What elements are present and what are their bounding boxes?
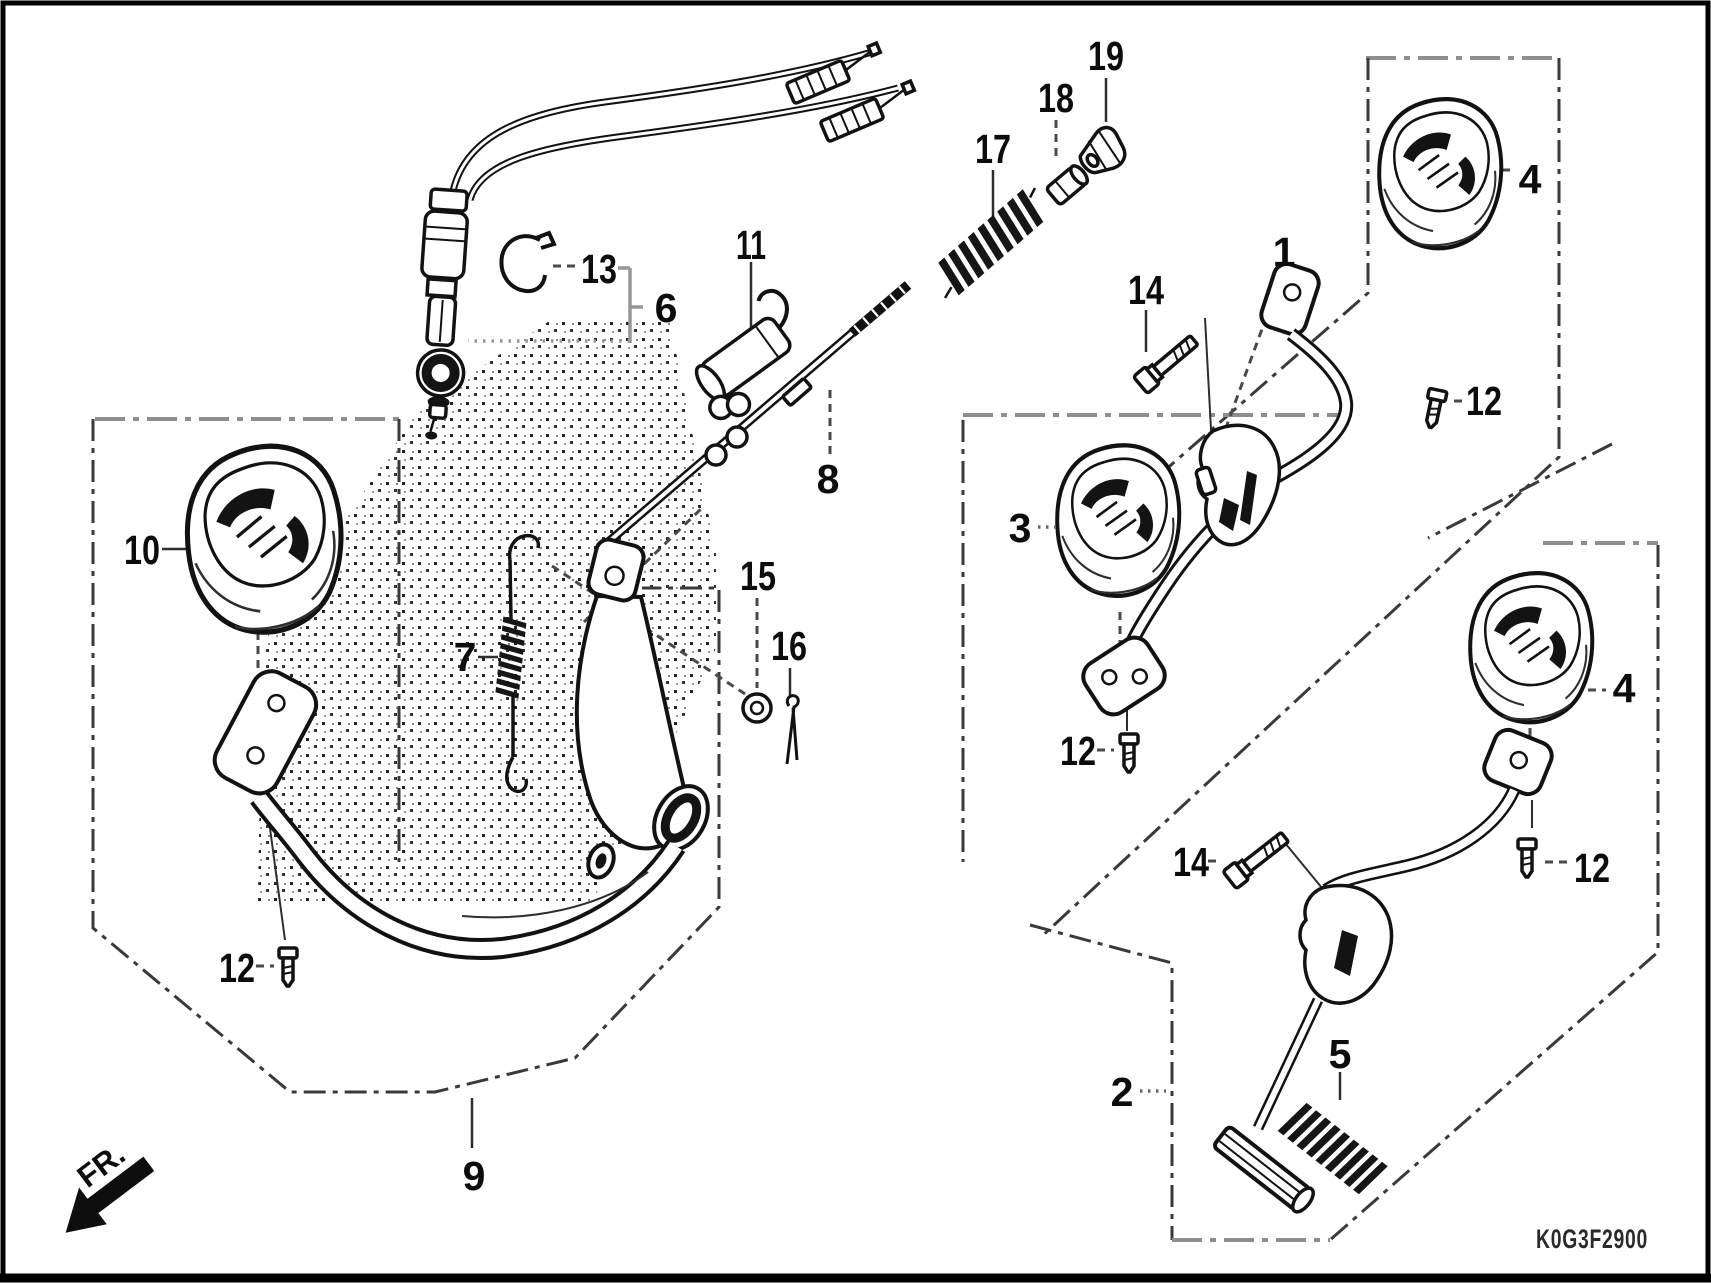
clip-18-part bbox=[1045, 164, 1090, 206]
callout-5: 5 bbox=[1329, 1031, 1352, 1077]
callout-15: 15 bbox=[740, 553, 776, 599]
callout-10: 10 bbox=[124, 527, 160, 573]
spring-17 bbox=[933, 187, 1048, 299]
rod-clevis-end bbox=[586, 537, 646, 603]
cable-end-ferrule bbox=[819, 78, 917, 143]
callout-12-left: 12 bbox=[219, 945, 255, 991]
callout-13: 13 bbox=[581, 246, 617, 292]
callout-2: 2 bbox=[1111, 1069, 1134, 1115]
clip-13-part bbox=[499, 230, 557, 294]
callout-16: 16 bbox=[771, 623, 807, 669]
adjusting-nut-19 bbox=[1078, 125, 1127, 175]
bolt-12-left bbox=[277, 946, 299, 988]
callout-19: 19 bbox=[1088, 33, 1124, 79]
callout-11: 11 bbox=[736, 222, 766, 268]
callout-12-mid-right: 12 bbox=[1060, 728, 1096, 774]
washer-15 bbox=[741, 692, 773, 724]
cable-end-ferrule bbox=[785, 40, 883, 105]
pad-mount-plate bbox=[1081, 635, 1167, 717]
callout-12-top-right: 12 bbox=[1466, 378, 1502, 424]
callout-9: 9 bbox=[463, 1153, 486, 1199]
left-pedal-arm-assembly bbox=[172, 435, 710, 988]
pad-mount-plate-left bbox=[212, 669, 319, 796]
return-spring-group bbox=[495, 533, 800, 794]
callout-14-top: 14 bbox=[1128, 267, 1164, 313]
callout-3: 3 bbox=[1009, 505, 1032, 551]
toe-peg bbox=[1213, 1125, 1315, 1214]
spring-anchor-tab bbox=[586, 842, 616, 880]
callout-8: 8 bbox=[817, 456, 840, 502]
front-arrow-icon bbox=[65, 1156, 155, 1233]
callout-labels: 1 2 3 4 4 5 6 7 8 9 10 11 12 12 12 12 13… bbox=[124, 33, 1636, 1199]
pivot-boss bbox=[652, 784, 710, 852]
callout-6: 6 bbox=[655, 285, 678, 331]
rod-joint-group bbox=[603, 125, 1203, 548]
callout-4-top: 4 bbox=[1519, 156, 1542, 202]
callout-18: 18 bbox=[1038, 75, 1074, 121]
callout-12-bottom-right: 12 bbox=[1574, 845, 1610, 891]
bolt-12-mid-right bbox=[1118, 732, 1140, 774]
callout-14-bottom: 14 bbox=[1173, 839, 1209, 885]
cable-adjuster bbox=[415, 187, 469, 440]
cable-joint-11 bbox=[694, 289, 792, 421]
phantom-outlines bbox=[91, 56, 1660, 1242]
pad-mount-plate-lower bbox=[1482, 727, 1554, 797]
bolt-12-bottom-right bbox=[1516, 837, 1538, 879]
callout-17: 17 bbox=[975, 126, 1011, 172]
callout-4-bottom: 4 bbox=[1613, 665, 1636, 711]
right-pedal-arm-assembly bbox=[1049, 94, 1509, 774]
rod-threaded-end bbox=[848, 281, 912, 337]
gear-pedal-assembly bbox=[1213, 568, 1600, 1214]
cotter-pin-16 bbox=[785, 694, 800, 765]
callout-7: 7 bbox=[454, 634, 477, 680]
callout-1: 1 bbox=[1273, 229, 1296, 275]
brake-cable-assembly bbox=[415, 40, 917, 440]
drawing-code: K0G3F2900 bbox=[1536, 1224, 1648, 1254]
